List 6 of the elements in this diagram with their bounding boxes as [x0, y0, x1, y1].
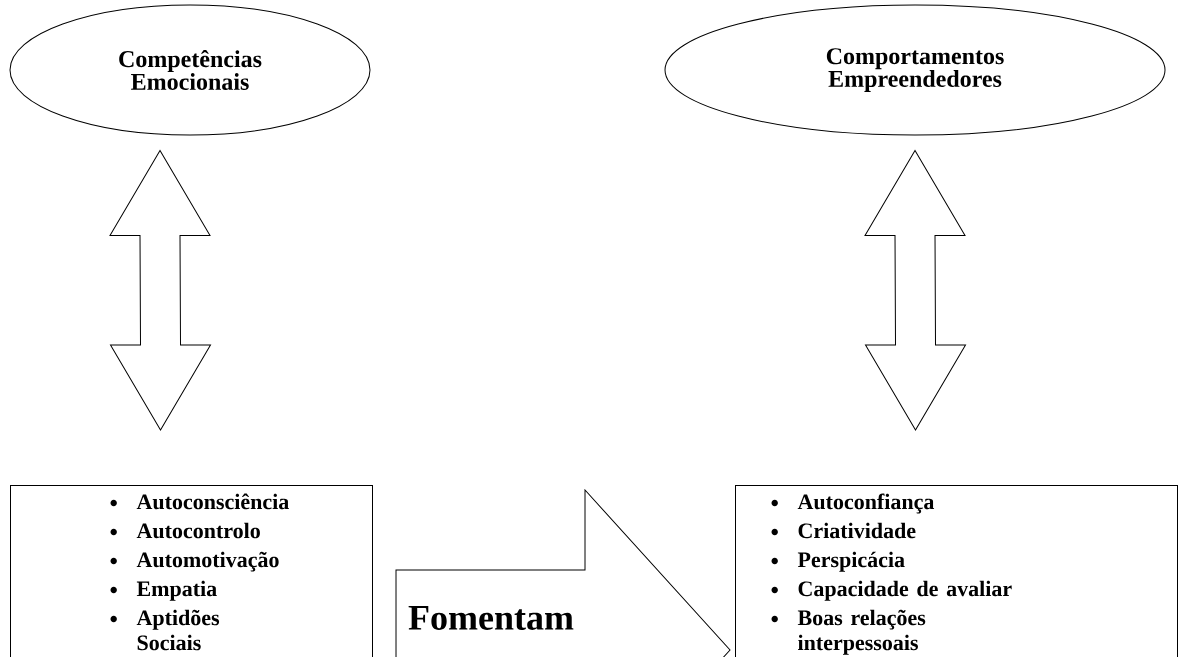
block-arrow — [109, 150, 211, 431]
edge-label: Fomentam — [407, 605, 575, 631]
block-arrow — [864, 150, 966, 431]
list-box: Autoconsciência Autocontrolo Automotivação Empatia Aptidões Sociais — [10, 485, 373, 657]
block-arrow — [395, 489, 731, 657]
list-box: Autoconfiança Criatividade Perspicácia Capacidade de avaliar Boas relações interpessoais — [735, 485, 1178, 657]
